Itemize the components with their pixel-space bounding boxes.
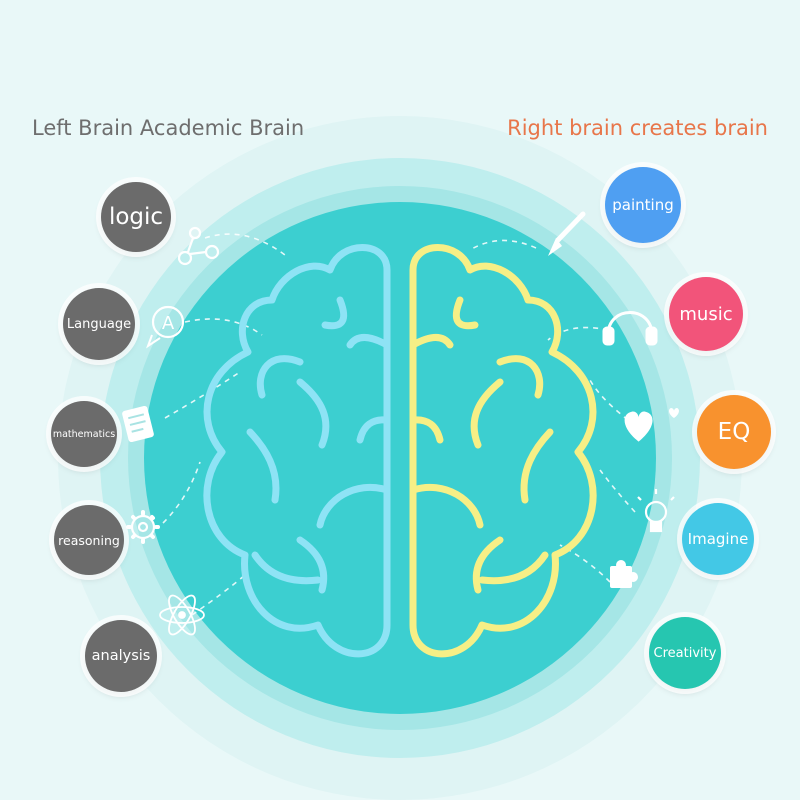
skill-label: analysis xyxy=(91,648,151,664)
skill-music: music xyxy=(669,277,743,351)
skill-creativity: Creativity xyxy=(649,617,721,689)
headphones-icon xyxy=(602,311,658,346)
skill-label: painting xyxy=(612,196,674,214)
svg-text:A: A xyxy=(162,313,175,334)
skill-label: mathematics xyxy=(52,428,116,440)
skill-label: EQ xyxy=(717,419,751,445)
skill-imagine: Imagine xyxy=(682,503,754,575)
left-connectors xyxy=(162,233,286,616)
heart-icon xyxy=(624,408,679,442)
paintbrush-icon xyxy=(548,211,586,256)
skill-logic: logic xyxy=(101,182,171,252)
skill-eq: EQ xyxy=(697,395,771,469)
skill-painting: painting xyxy=(605,167,681,243)
atom-icon xyxy=(159,594,205,636)
right-brain-hemisphere xyxy=(409,244,597,658)
molecule-icon xyxy=(177,226,220,266)
right-connectors xyxy=(469,239,636,583)
skill-label: music xyxy=(679,303,733,325)
skill-label: Language xyxy=(66,316,132,332)
lightbulb-icon xyxy=(637,489,675,533)
document-icon xyxy=(122,405,154,443)
puzzle-icon xyxy=(610,560,638,588)
skill-mathematics: mathematics xyxy=(51,401,117,467)
gear-icon xyxy=(126,510,160,544)
left-brain-heading: Left Brain Academic Brain xyxy=(32,116,305,140)
skill-label: logic xyxy=(108,204,164,230)
skill-label: Imagine xyxy=(687,530,749,548)
skill-label: Creativity xyxy=(653,645,717,661)
skill-reasoning: reasoning xyxy=(54,505,124,575)
right-brain-heading: Right brain creates brain xyxy=(507,116,768,140)
skill-analysis: analysis xyxy=(85,620,157,692)
translate-icon: A xyxy=(146,305,185,349)
left-brain-hemisphere xyxy=(203,244,391,658)
skill-label: reasoning xyxy=(58,532,120,548)
skill-language: Language xyxy=(63,288,135,360)
